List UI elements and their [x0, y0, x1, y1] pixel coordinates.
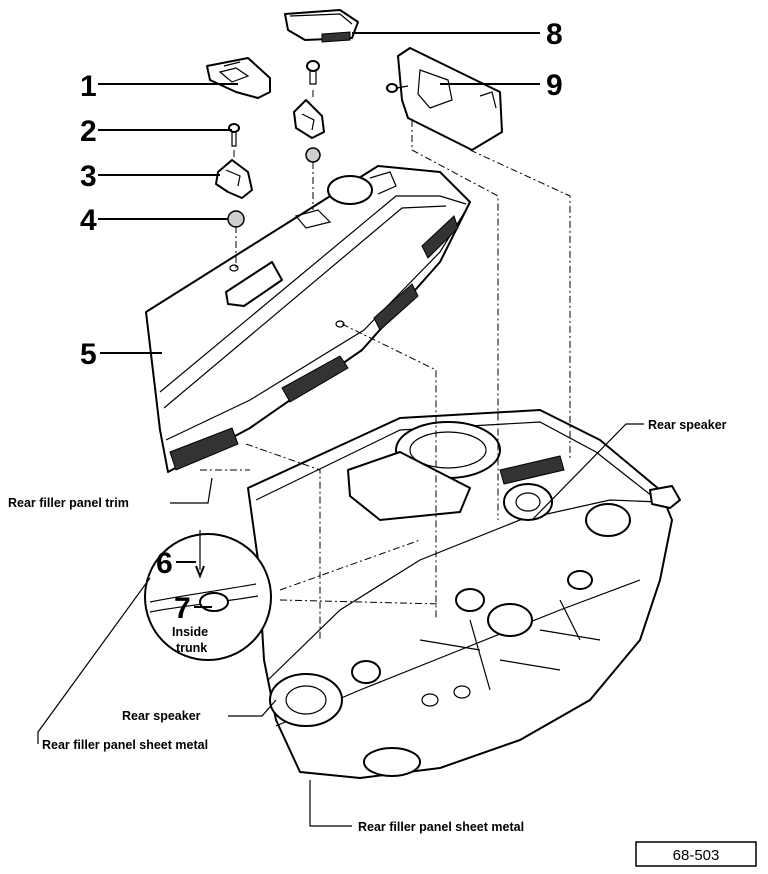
label-inside: Inside [172, 625, 208, 639]
leader-speaker-bottom [228, 699, 277, 717]
label-rear-speaker-top: Rear speaker [648, 418, 727, 432]
leader-lines [37, 32, 644, 827]
callout-numbers: 1 2 3 4 5 6 7 8 9 [80, 18, 563, 625]
callout-4: 4 [80, 204, 97, 237]
label-trim: Rear filler panel trim [8, 496, 129, 510]
callout-6: 6 [156, 547, 173, 580]
bracket-center [293, 99, 325, 139]
leader-speaker-top [531, 423, 644, 521]
grommet-center [305, 147, 321, 163]
label-rear-speaker-bottom: Rear speaker [122, 709, 201, 723]
part-8-cap [284, 9, 359, 43]
leader-sheet-bottom [309, 780, 352, 827]
sheet-metal-panel [247, 409, 681, 779]
alignment-lines [200, 90, 571, 640]
part-5-shelf-trim [145, 165, 471, 473]
figure-reference: 68-503 [635, 841, 757, 867]
callout-5: 5 [80, 338, 97, 371]
figure-reference-text: 68-503 [673, 847, 720, 864]
detail-inside-trunk [144, 530, 272, 661]
callout-8: 8 [546, 18, 563, 51]
label-trunk: trunk [176, 641, 207, 655]
part-3-bracket [215, 159, 253, 199]
leader-sheet-left [37, 577, 151, 744]
figure-reference-box [635, 841, 757, 867]
label-sheet-metal-left: Rear filler panel sheet metal [42, 738, 208, 752]
part-4-grommet [227, 210, 245, 228]
callout-3: 3 [80, 160, 97, 193]
callout-1: 1 [80, 70, 97, 103]
label-sheet-metal-bottom: Rear filler panel sheet metal [358, 820, 524, 834]
callout-7: 7 [174, 592, 191, 625]
part-9-bracket [386, 47, 503, 151]
callout-9: 9 [546, 69, 563, 102]
text-labels: Rear speaker Rear filler panel trim Insi… [8, 418, 727, 834]
callout-2: 2 [80, 115, 97, 148]
leader-trim [170, 477, 213, 504]
screw-center [306, 60, 320, 85]
part-1-cap [206, 57, 271, 99]
part-2-screw [228, 123, 240, 147]
